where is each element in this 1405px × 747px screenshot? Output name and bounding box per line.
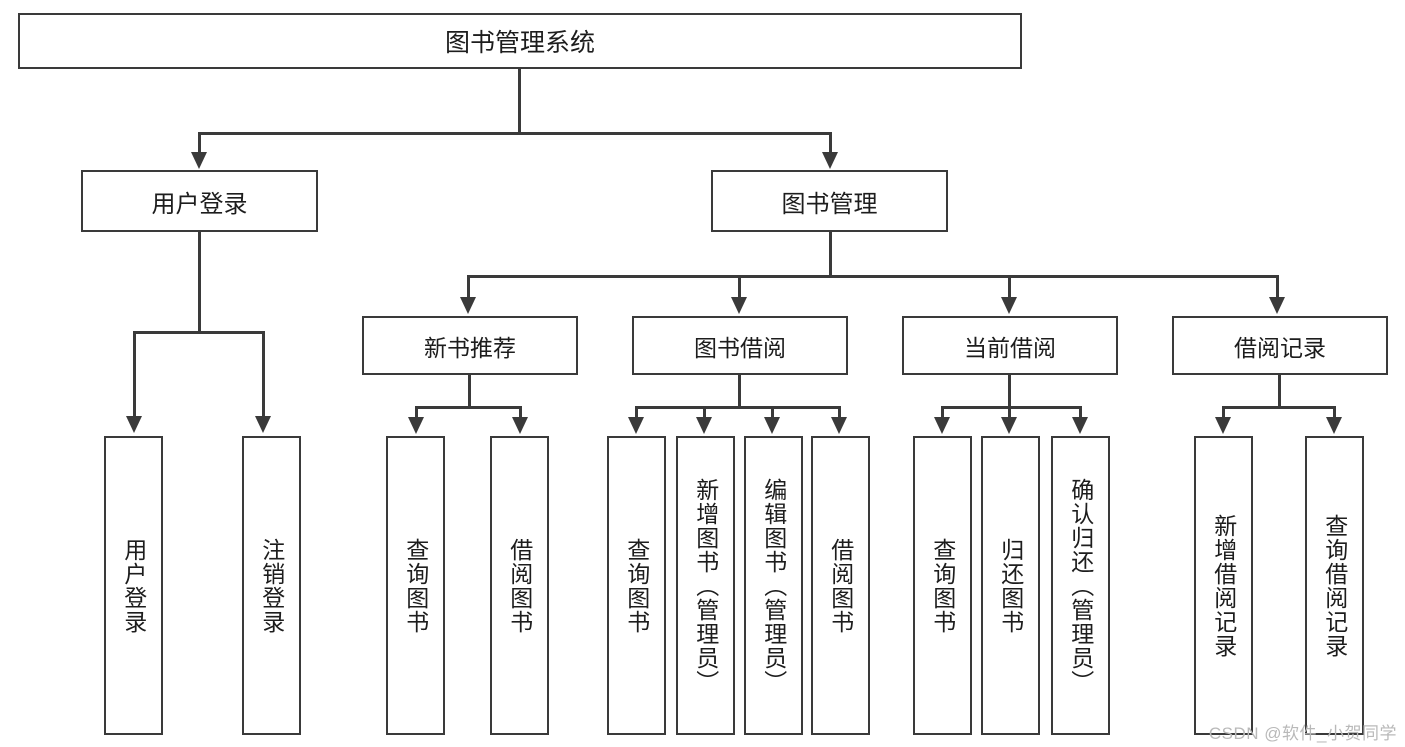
leaf-label: 查询图书 bbox=[929, 537, 956, 634]
connector-drop-bb-edit bbox=[771, 406, 774, 420]
leaf-cb-return-book[interactable]: 归还图书 bbox=[981, 436, 1040, 735]
connector-drop-bb-query bbox=[635, 406, 638, 420]
connector-root-stem bbox=[518, 69, 521, 133]
connector-drop-cb-query bbox=[941, 406, 944, 420]
connector-drop-nb-query bbox=[415, 406, 418, 420]
connector-drop-br-query bbox=[1333, 406, 1336, 420]
connector-drop-cb-confirm bbox=[1079, 406, 1082, 420]
leaf-label: 确认归还（管理员） bbox=[1067, 477, 1094, 694]
leaf-label: 归还图书 bbox=[997, 537, 1024, 634]
arrow-cb-confirm bbox=[1072, 417, 1088, 434]
leaf-label: 借阅图书 bbox=[827, 537, 854, 634]
connector-drop-book-borrow bbox=[738, 275, 741, 301]
connector-drop-borrow-record bbox=[1276, 275, 1279, 301]
arrow-nb-borrow bbox=[512, 417, 528, 434]
connector-current-borrow-bus bbox=[941, 406, 1082, 409]
connector-drop-bb-add bbox=[703, 406, 706, 420]
connector-level2-bus bbox=[198, 132, 832, 135]
connector-drop-leaf-logout bbox=[262, 331, 265, 419]
connector-level3-bus bbox=[467, 275, 1279, 278]
node-label: 借阅记录 bbox=[1234, 334, 1326, 361]
connector-borrow-record-stem bbox=[1278, 375, 1281, 408]
leaf-label: 查询图书 bbox=[402, 537, 429, 634]
arrow-borrow-record bbox=[1269, 297, 1285, 314]
node-user-login[interactable]: 用户登录 bbox=[81, 170, 318, 232]
leaf-label: 查询图书 bbox=[623, 537, 650, 634]
arrow-leaf-user-login bbox=[126, 416, 142, 433]
leaf-nb-borrow-book[interactable]: 借阅图书 bbox=[490, 436, 549, 735]
node-book-borrow[interactable]: 图书借阅 bbox=[632, 316, 848, 375]
connector-book-mgmt-stem bbox=[829, 232, 832, 277]
arrow-bb-borrow bbox=[831, 417, 847, 434]
node-book-management[interactable]: 图书管理 bbox=[711, 170, 948, 232]
arrow-book-mgmt bbox=[822, 152, 838, 169]
leaf-bb-borrow-book[interactable]: 借阅图书 bbox=[811, 436, 870, 735]
connector-new-book-bus bbox=[415, 406, 522, 409]
connector-drop-bb-borrow bbox=[838, 406, 841, 420]
arrow-new-book bbox=[460, 297, 476, 314]
arrow-br-add bbox=[1215, 417, 1231, 434]
arrow-bb-query bbox=[628, 417, 644, 434]
arrow-current-borrow bbox=[1001, 297, 1017, 314]
node-label: 图书管理系统 bbox=[444, 29, 595, 57]
arrow-bb-add bbox=[696, 417, 712, 434]
leaf-br-query-record[interactable]: 查询借阅记录 bbox=[1305, 436, 1364, 735]
arrow-bb-edit bbox=[764, 417, 780, 434]
leaf-label: 查询借阅记录 bbox=[1321, 513, 1348, 658]
connector-drop-user-login bbox=[198, 132, 201, 156]
arrow-leaf-logout bbox=[255, 416, 271, 433]
arrow-user-login bbox=[191, 152, 207, 169]
leaf-label: 借阅图书 bbox=[506, 537, 533, 634]
leaf-logout[interactable]: 注销登录 bbox=[242, 436, 301, 735]
connector-drop-book-mgmt bbox=[829, 132, 832, 156]
node-borrow-record[interactable]: 借阅记录 bbox=[1172, 316, 1388, 375]
connector-drop-cb-return bbox=[1008, 406, 1011, 420]
connector-new-book-stem bbox=[468, 375, 471, 408]
leaf-label: 用户登录 bbox=[120, 537, 147, 634]
connector-current-borrow-stem bbox=[1008, 375, 1011, 408]
arrow-nb-query bbox=[408, 417, 424, 434]
leaf-cb-query-book[interactable]: 查询图书 bbox=[913, 436, 972, 735]
node-root-system[interactable]: 图书管理系统 bbox=[18, 13, 1022, 69]
leaf-label: 注销登录 bbox=[258, 537, 285, 634]
node-label: 新书推荐 bbox=[424, 334, 516, 361]
connector-user-login-stem bbox=[198, 232, 201, 333]
connector-drop-leaf-user-login bbox=[133, 331, 136, 419]
leaf-label: 编辑图书（管理员） bbox=[760, 477, 787, 694]
node-label: 图书管理 bbox=[781, 190, 878, 218]
leaf-bb-add-book[interactable]: 新增图书（管理员） bbox=[676, 436, 735, 735]
leaf-label: 新增借阅记录 bbox=[1210, 513, 1237, 658]
node-label: 用户登录 bbox=[151, 190, 248, 218]
leaf-nb-query-book[interactable]: 查询图书 bbox=[386, 436, 445, 735]
leaf-bb-query-book[interactable]: 查询图书 bbox=[607, 436, 666, 735]
connector-drop-br-add bbox=[1222, 406, 1225, 420]
connector-borrow-record-bus bbox=[1222, 406, 1336, 409]
leaf-label: 新增图书（管理员） bbox=[692, 477, 719, 694]
node-new-book-recommend[interactable]: 新书推荐 bbox=[362, 316, 578, 375]
connector-drop-new-book bbox=[467, 275, 470, 301]
node-label: 当前借阅 bbox=[964, 334, 1056, 361]
arrow-cb-query bbox=[934, 417, 950, 434]
arrow-br-query bbox=[1326, 417, 1342, 434]
connector-book-borrow-stem bbox=[738, 375, 741, 408]
arrow-book-borrow bbox=[731, 297, 747, 314]
connector-user-login-bus bbox=[133, 331, 265, 334]
node-current-borrow[interactable]: 当前借阅 bbox=[902, 316, 1118, 375]
leaf-bb-edit-book[interactable]: 编辑图书（管理员） bbox=[744, 436, 803, 735]
csdn-watermark: CSDN @软件_小贺同学 bbox=[1208, 724, 1397, 743]
connector-drop-nb-borrow bbox=[519, 406, 522, 420]
leaf-cb-confirm-return[interactable]: 确认归还（管理员） bbox=[1051, 436, 1110, 735]
leaf-user-login[interactable]: 用户登录 bbox=[104, 436, 163, 735]
arrow-cb-return bbox=[1001, 417, 1017, 434]
connector-drop-current-borrow bbox=[1008, 275, 1011, 301]
node-label: 图书借阅 bbox=[694, 334, 786, 361]
leaf-br-add-record[interactable]: 新增借阅记录 bbox=[1194, 436, 1253, 735]
connector-book-borrow-bus bbox=[635, 406, 841, 409]
